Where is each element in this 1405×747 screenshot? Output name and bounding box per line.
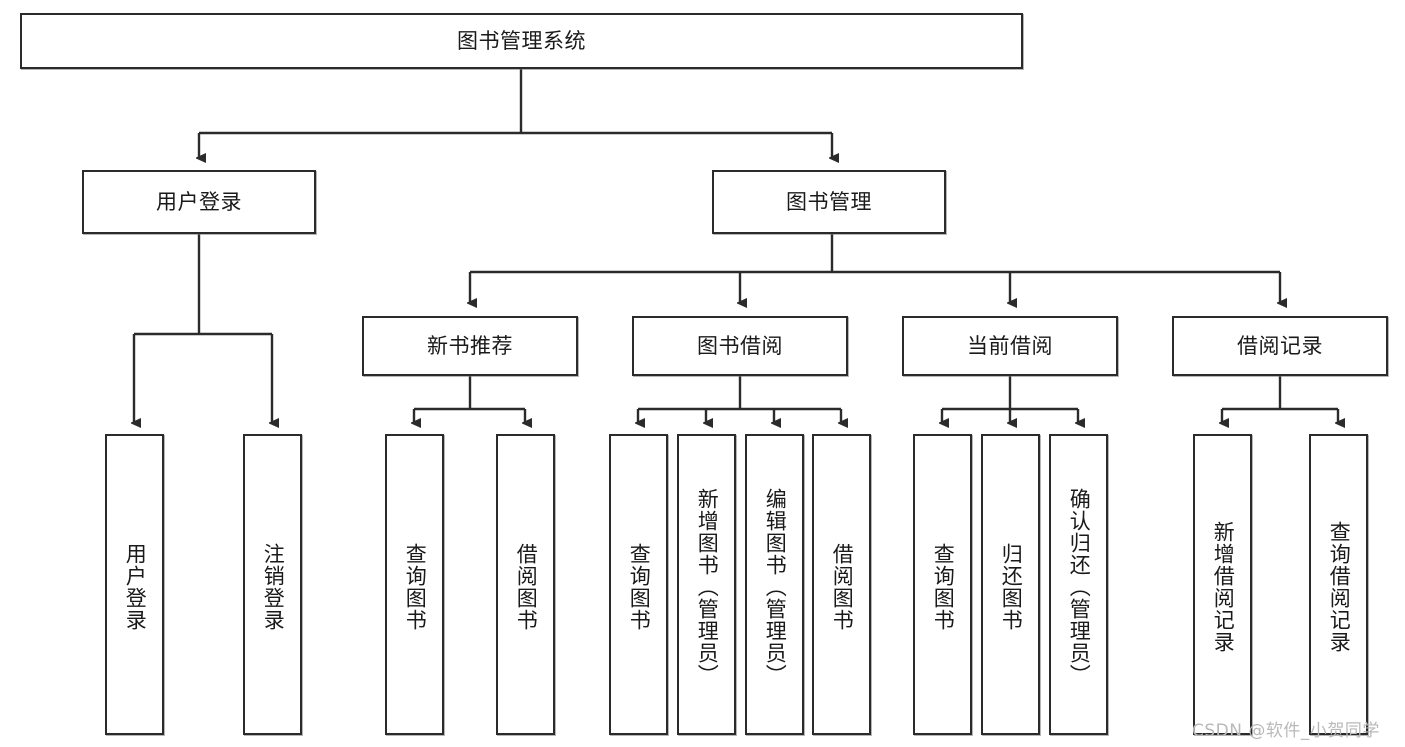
node-label: 用户登录 xyxy=(123,542,148,631)
node-user-login[interactable]: 用户登录 xyxy=(82,170,316,234)
node-label: 用户登录 xyxy=(156,189,242,214)
leaf-user-login-logout[interactable]: 注销登录 xyxy=(243,434,302,735)
leaf-current-borrow-return-book[interactable]: 归还图书 xyxy=(981,434,1040,735)
leaf-current-borrow-confirm-return-admin[interactable]: 确认归还（管理员） xyxy=(1049,434,1108,735)
leaf-current-borrow-query-book[interactable]: 查询图书 xyxy=(913,434,972,735)
node-label: 借阅记录 xyxy=(1237,333,1323,358)
node-label: 查询图书 xyxy=(403,542,428,631)
node-label: 编辑图书（管理员） xyxy=(763,487,788,686)
node-borrow-record[interactable]: 借阅记录 xyxy=(1172,316,1388,376)
node-root-book-management-system[interactable]: 图书管理系统 xyxy=(20,13,1023,69)
leaf-user-login-login[interactable]: 用户登录 xyxy=(105,434,164,735)
node-current-borrow[interactable]: 当前借阅 xyxy=(902,316,1118,376)
node-label: 新增图书（管理员） xyxy=(695,487,720,686)
node-label: 确认归还（管理员） xyxy=(1067,487,1092,686)
leaf-book-borrow-query-book[interactable]: 查询图书 xyxy=(609,434,668,735)
node-label: 新增借阅记录 xyxy=(1211,520,1236,653)
leaf-borrow-record-query-record[interactable]: 查询借阅记录 xyxy=(1309,434,1368,735)
leaf-new-book-query-book[interactable]: 查询图书 xyxy=(385,434,444,735)
node-label: 借阅图书 xyxy=(830,542,855,631)
node-label: 图书管理系统 xyxy=(457,28,586,53)
node-label: 当前借阅 xyxy=(967,333,1053,358)
leaf-borrow-record-add-record[interactable]: 新增借阅记录 xyxy=(1193,434,1252,735)
node-label: 图书管理 xyxy=(786,189,872,214)
leaf-book-borrow-add-book-admin[interactable]: 新增图书（管理员） xyxy=(677,434,736,735)
node-new-book-recommend[interactable]: 新书推荐 xyxy=(362,316,578,376)
node-label: 归还图书 xyxy=(999,542,1024,631)
leaf-book-borrow-borrow-book[interactable]: 借阅图书 xyxy=(812,434,871,735)
node-label: 查询借阅记录 xyxy=(1327,520,1352,653)
node-label: 查询图书 xyxy=(931,542,956,631)
node-label: 注销登录 xyxy=(261,542,286,631)
node-label: 查询图书 xyxy=(627,542,652,631)
node-label: 新书推荐 xyxy=(427,333,513,358)
csdn-watermark: CSDN @软件_小贺同学 xyxy=(1192,721,1380,741)
leaf-book-borrow-edit-book-admin[interactable]: 编辑图书（管理员） xyxy=(745,434,804,735)
node-book-borrow[interactable]: 图书借阅 xyxy=(632,316,848,376)
leaf-new-book-borrow-book[interactable]: 借阅图书 xyxy=(496,434,555,735)
node-label: 图书借阅 xyxy=(697,333,783,358)
node-label: 借阅图书 xyxy=(514,542,539,631)
node-book-management[interactable]: 图书管理 xyxy=(712,170,946,234)
